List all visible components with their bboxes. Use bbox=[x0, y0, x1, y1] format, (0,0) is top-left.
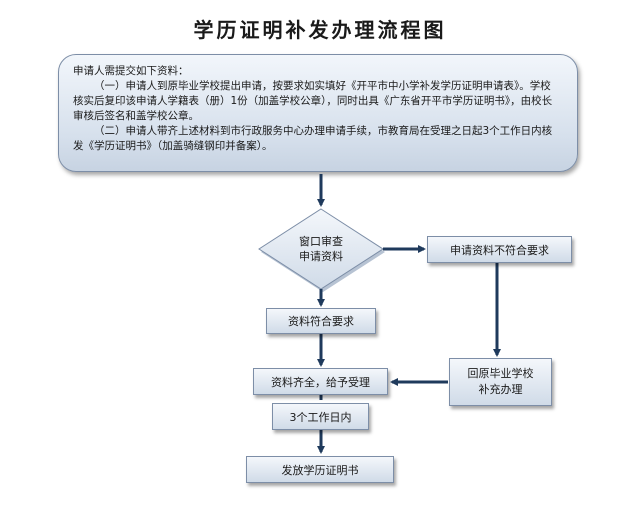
back-to-school-box: 回原毕业学校 补充办理 bbox=[449, 358, 552, 406]
issue-certificate-box: 发放学历证明书 bbox=[246, 456, 394, 483]
back-label-line1: 回原毕业学校 bbox=[467, 367, 534, 380]
page-title: 学历证明补发办理流程图 bbox=[193, 18, 447, 42]
review-label-line1: 窗口审查 bbox=[299, 235, 343, 248]
accept-box: 资料齐全，给予受理 bbox=[253, 368, 388, 395]
not-meet-box: 申请资料不符合要求 bbox=[427, 236, 572, 263]
back-label-line2: 补充办理 bbox=[478, 383, 523, 396]
review-node: 窗口审查 申请资料 bbox=[260, 207, 382, 291]
requirement-item-2: （二）申请人带齐上述材料到市行政服务中心办理申请手续，市教育局在受理之日起3个工… bbox=[73, 125, 553, 152]
requirements-heading: 申请人需提交如下资料： bbox=[73, 65, 189, 77]
requirements-box: 申请人需提交如下资料： （一）申请人到原毕业学校提出申请，按要求如实填好《开平市… bbox=[58, 54, 578, 172]
three-days-box: 3个工作日内 bbox=[272, 403, 369, 430]
review-label-line2: 申请资料 bbox=[299, 250, 343, 263]
meets-box: 资料符合要求 bbox=[266, 308, 376, 334]
requirement-item-1: （一）申请人到原毕业学校提出申请，按要求如实填好《开平市中小学补发学历证明申请表… bbox=[73, 80, 553, 122]
